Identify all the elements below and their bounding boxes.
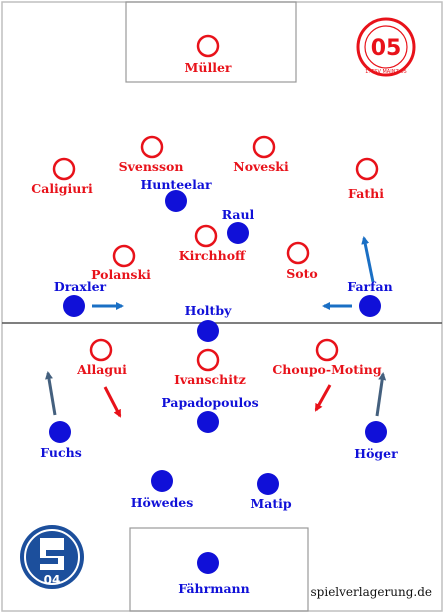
away-player-marker bbox=[359, 295, 381, 317]
player-allagui: Allagui bbox=[76, 338, 127, 377]
away-player-marker bbox=[365, 421, 387, 443]
player-ivanschitz: Ivanschitz bbox=[174, 348, 246, 387]
mainz-crest-number: 05 bbox=[371, 36, 402, 61]
player-hoeger: Höger bbox=[354, 421, 398, 461]
player-polanski: Polanski bbox=[91, 244, 151, 282]
player-soto: Soto bbox=[286, 241, 318, 281]
player-label: Draxler bbox=[54, 279, 107, 294]
mainz-crest-logo: 05 1. FSV MAINZ 05 bbox=[356, 17, 416, 77]
choupo-move-arrow bbox=[314, 384, 332, 412]
allagui-move-arrow bbox=[103, 386, 122, 418]
away-player-marker bbox=[151, 470, 173, 492]
player-label: Hunteelar bbox=[140, 177, 212, 192]
away-team: Hunteelar Raul Draxler Farfan Holtby Pap… bbox=[40, 177, 398, 596]
player-label: Caligiuri bbox=[31, 181, 93, 196]
away-player-marker bbox=[197, 552, 219, 574]
player-noveski: Noveski bbox=[233, 135, 289, 174]
home-player-marker bbox=[89, 338, 113, 362]
player-fathi: Fathi bbox=[348, 157, 384, 201]
away-player-marker bbox=[165, 190, 187, 212]
player-hunteelar: Hunteelar bbox=[140, 177, 212, 212]
player-label: Choupo-Moting bbox=[272, 362, 382, 377]
player-label: Noveski bbox=[233, 159, 289, 174]
schalke-crest-number: 04 bbox=[44, 573, 61, 587]
home-player-marker bbox=[286, 241, 310, 265]
player-raul: Raul bbox=[222, 207, 255, 244]
away-player-marker bbox=[197, 411, 219, 433]
player-choupo-moting: Choupo-Moting bbox=[272, 338, 382, 377]
player-fuchs: Fuchs bbox=[40, 421, 82, 460]
home-player-marker bbox=[112, 244, 136, 268]
schalke-crest-logo: 04 bbox=[20, 525, 84, 589]
home-player-marker bbox=[355, 157, 379, 181]
player-draxler: Draxler bbox=[54, 279, 107, 317]
player-matip: Matip bbox=[250, 473, 292, 511]
player-label: Fährmann bbox=[178, 581, 249, 596]
player-label: Polanski bbox=[91, 267, 151, 282]
home-player-marker bbox=[196, 348, 220, 372]
away-player-marker bbox=[49, 421, 71, 443]
bottom-penalty-box bbox=[129, 527, 309, 612]
farfan-move-arrow-up bbox=[361, 236, 375, 283]
watermark-text: spielverlagerung.de bbox=[311, 585, 432, 599]
player-kirchhoff: Kirchhoff bbox=[179, 224, 246, 263]
player-label: Höwedes bbox=[131, 495, 194, 510]
player-label: Farfan bbox=[347, 279, 392, 294]
player-mueller: Müller bbox=[185, 34, 232, 75]
player-label: Papadopoulos bbox=[161, 395, 258, 410]
player-hoewedes: Höwedes bbox=[131, 470, 194, 510]
player-label: Svensson bbox=[119, 159, 184, 174]
away-player-marker bbox=[257, 473, 279, 495]
home-player-marker bbox=[52, 157, 76, 181]
player-label: Holtby bbox=[185, 303, 232, 318]
fuchs-move-arrow bbox=[45, 371, 57, 416]
player-faehrmann: Fährmann bbox=[178, 552, 250, 596]
hoeger-move-arrow bbox=[375, 372, 387, 417]
away-player-marker bbox=[227, 222, 249, 244]
mainz-crest-ring-text: 1. FSV MAINZ 05 bbox=[365, 69, 407, 75]
home-player-marker bbox=[196, 34, 220, 58]
home-player-marker bbox=[252, 135, 276, 159]
home-player-marker bbox=[315, 338, 339, 362]
player-label: Matip bbox=[250, 496, 291, 511]
player-label: Fathi bbox=[348, 186, 384, 201]
home-team: Müller Svensson Noveski Caligiuri Fathi … bbox=[31, 34, 384, 387]
player-label: Soto bbox=[286, 266, 317, 281]
player-papadopoulos: Papadopoulos bbox=[161, 395, 259, 433]
home-player-marker bbox=[194, 224, 218, 248]
player-caligiuri: Caligiuri bbox=[31, 157, 93, 196]
player-label: Raul bbox=[222, 207, 255, 222]
away-player-marker bbox=[63, 295, 85, 317]
player-label: Ivanschitz bbox=[174, 372, 246, 387]
player-label: Allagui bbox=[76, 362, 127, 377]
top-penalty-box bbox=[125, 1, 297, 83]
player-label: Kirchhoff bbox=[179, 248, 246, 263]
player-label: Müller bbox=[185, 60, 232, 75]
player-label: Fuchs bbox=[40, 445, 81, 460]
home-player-marker bbox=[140, 135, 164, 159]
player-holtby: Holtby bbox=[185, 303, 232, 342]
player-farfan: Farfan bbox=[347, 279, 393, 317]
player-label: Höger bbox=[354, 446, 398, 461]
player-svensson: Svensson bbox=[119, 135, 184, 174]
away-player-marker bbox=[197, 320, 219, 342]
